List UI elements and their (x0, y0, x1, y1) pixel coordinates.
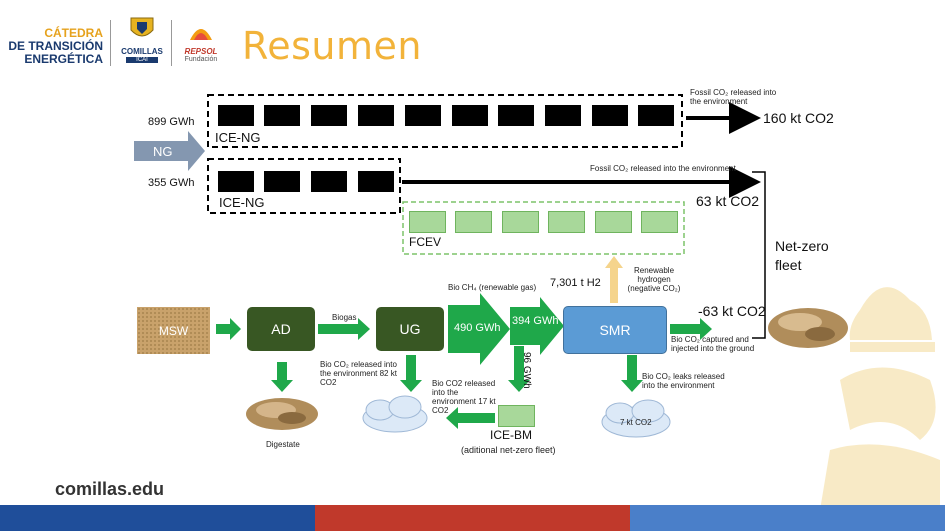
fossil-top-label: Fossil CO₂ released into the environment (690, 88, 777, 106)
smr-node: SMR (563, 306, 667, 354)
ug-label: UG (399, 321, 421, 337)
logo-line-1: CÁTEDRA (44, 26, 103, 40)
ice-ng-vehicle (545, 105, 581, 126)
logo-divider (110, 20, 111, 66)
ice-ng-vehicle (358, 171, 394, 192)
96-down-arrow (508, 346, 530, 392)
ice-ng-vehicle (264, 171, 300, 192)
smr-out-arrow (670, 318, 712, 340)
smr-down-arrow (621, 355, 643, 392)
ad-node: AD (247, 307, 315, 351)
ice-ng-vehicle (358, 105, 394, 126)
ug-490-arrow (448, 293, 510, 365)
ice-bm-sub-label: (aditional net-zero fleet) (461, 445, 556, 455)
digestate-label: Digestate (266, 440, 300, 449)
ice-ng-vehicle (592, 105, 628, 126)
ice-bm-vehicle (498, 405, 535, 427)
ice-ng-vehicle (218, 105, 254, 126)
fcev-vehicle (502, 211, 539, 233)
footer-site: comillas.edu (55, 479, 165, 499)
fcev-vehicle (409, 211, 446, 233)
fossil-top-value: 160 kt CO2 (763, 110, 834, 126)
msw-label: MSW (158, 323, 189, 338)
bio-co2-ug-label: Bio CO2 released into the environment 17… (432, 379, 496, 415)
ice-ng-vehicle (311, 105, 347, 126)
page-title: Resumen (242, 24, 422, 68)
repsol-icon (190, 29, 212, 40)
logo-line-3: ENERGÉTICA (24, 52, 103, 66)
smr-label: SMR (599, 322, 631, 338)
cloud-7-label: 7 kt CO2 (620, 418, 652, 427)
crest-icon (130, 17, 154, 37)
fcev-label: FCEV (409, 235, 442, 249)
ice-ng-vehicle (264, 105, 300, 126)
bio-co2-ad-label: Bio CO₂ released into the environment 82… (320, 360, 397, 387)
msw-node: MSW (137, 307, 210, 354)
ice-ng-vehicle (311, 171, 347, 192)
stripe-blue (0, 505, 315, 531)
h2-up-arrow (605, 256, 623, 303)
fossil-mid-value: 63 kt CO2 (696, 193, 760, 209)
comillas-sub: ICAI (126, 57, 158, 63)
ice-bm-label: ICE-BM (490, 428, 532, 442)
repsol-name: REPSOL (184, 47, 218, 56)
ad-label: AD (271, 321, 291, 337)
ug-down-arrow (400, 355, 422, 392)
biogas-label: Biogas (332, 313, 357, 322)
flow-355-label: 355 GWh (148, 177, 195, 189)
ice-ng-top-label: ICE-NG (215, 130, 261, 145)
fcev-vehicle (548, 211, 585, 233)
ad-down-arrow (271, 362, 293, 392)
fossil-mid-label: Fossil CO₂ released into the environment (590, 164, 736, 173)
ice-ng-vehicle (498, 105, 534, 126)
msw-ad-arrow (216, 318, 241, 340)
stripe-lightblue (630, 505, 945, 531)
netzero-bracket (752, 171, 766, 339)
flow-899-label: 899 GWh (148, 116, 195, 128)
lion-watermark (820, 287, 940, 510)
fcev-vehicle (455, 211, 492, 233)
comillas-name: COMILLAS (121, 47, 163, 56)
gwh-96-label: 96 GWh (521, 352, 532, 389)
ice-ng-bottom-frame (207, 158, 401, 214)
ng-arrow (134, 131, 205, 171)
cloud-smr (601, 399, 671, 438)
captured-label: Bio CO₂ captured and injected into the g… (671, 335, 755, 353)
stripe-red (315, 505, 630, 531)
fcev-frame (402, 201, 685, 255)
gwh-394-label: 394 GWh (512, 315, 559, 327)
ice-ng-vehicle (452, 105, 488, 126)
icebm-left-arrow (446, 407, 495, 429)
gwh-394-arrow (510, 297, 564, 355)
bio-leaks-label: Bio CO₂ leaks released into the environm… (642, 372, 725, 390)
ice-ng-vehicle (218, 171, 254, 192)
gwh-490-label: 490 GWh (454, 322, 501, 334)
catedra-logo: CÁTEDRA DE TRANSICIÓN ENERGÉTICA (8, 27, 103, 66)
ad-ug-arrow (318, 318, 370, 340)
renewable-h2-label: Renewable hydrogen (negative CO₂) (627, 266, 681, 293)
neg-co2-value: -63 kt CO2 (698, 303, 766, 319)
netzero-rock (768, 308, 848, 348)
repsol-logo: REPSOL Fundación (178, 22, 224, 66)
digestate-rock (246, 398, 318, 430)
logo-line-2: DE TRANSICIÓN (8, 39, 103, 53)
ng-label: NG (153, 144, 173, 159)
netzero-label: Net-zero fleet (775, 238, 829, 273)
ice-ng-top-frame (207, 94, 683, 148)
comillas-logo: COMILLAS ICAI (118, 14, 166, 66)
logo-divider-2 (171, 20, 172, 66)
repsol-sub: Fundación (184, 56, 218, 63)
fcev-vehicle (641, 211, 678, 233)
h2-value-label: 7,301 t H2 (550, 277, 601, 289)
ice-ng-vehicle (638, 105, 674, 126)
fcev-vehicle (595, 211, 632, 233)
ice-ng-vehicle (405, 105, 441, 126)
bio-ch4-label: Bio CH₄ (renewable gas) (448, 283, 537, 292)
ice-ng-bottom-label: ICE-NG (219, 195, 265, 210)
ug-node: UG (376, 307, 444, 351)
cloud-ug (362, 395, 428, 433)
